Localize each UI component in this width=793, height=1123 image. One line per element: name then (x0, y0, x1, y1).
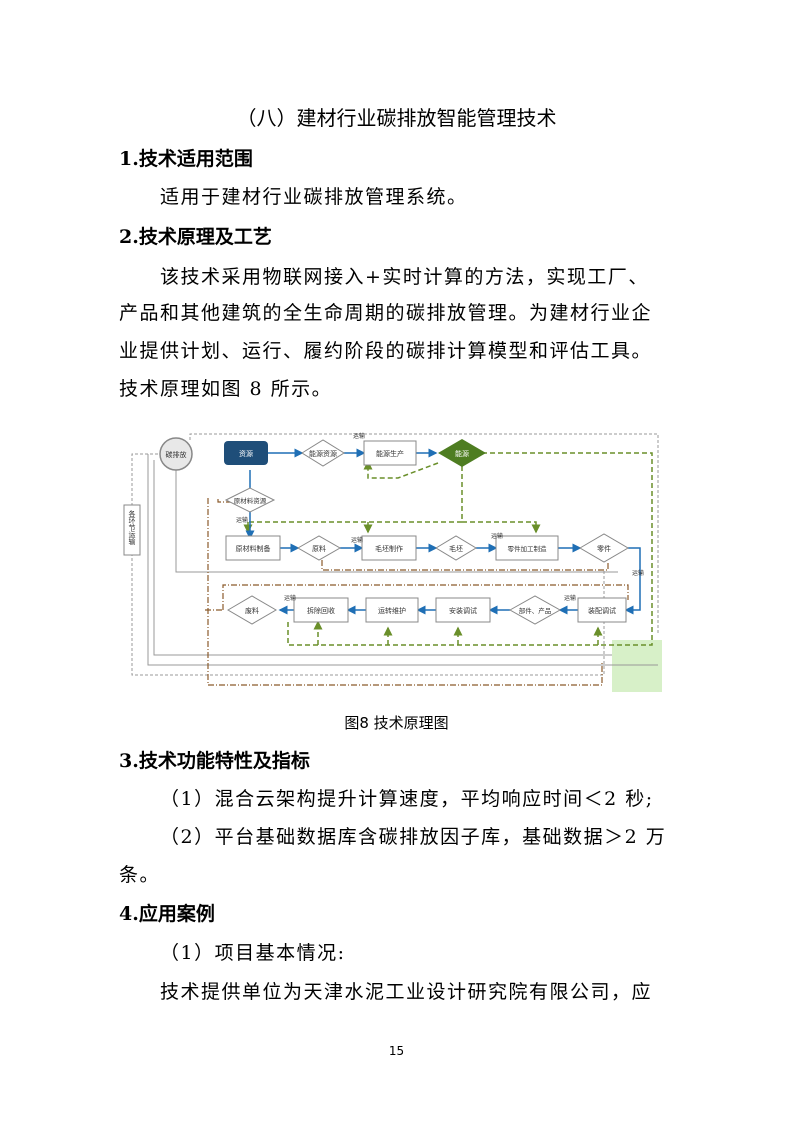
blank-node (435, 535, 477, 561)
part-make-label: 零件加工制造 (508, 544, 548, 553)
technology-principle-diagram: 碳排放 各环节运输 资源 能源资源 能源生产 能源 原材料资源 原材料制备 原料… (123, 432, 662, 692)
transport-label: 运输 (353, 432, 365, 440)
section-title: （八）建材行业碳排放智能管理技术 (236, 106, 557, 130)
emission-label: 碳排放 (166, 450, 187, 459)
raw-material-node (296, 535, 342, 561)
dismantle-label: 拆除回收 (307, 606, 335, 615)
waste-node (227, 595, 277, 625)
heading-scope: 1.技术适用范围 (119, 148, 253, 170)
paragraph-scope: 适用于建材行业碳排放管理系统。 (160, 186, 468, 208)
energy-node (438, 439, 486, 467)
component-node (508, 595, 562, 625)
raw-prep-node (225, 535, 281, 561)
dismantle-node (293, 597, 349, 623)
energy-production-label: 能源生产 (376, 449, 404, 458)
paragraph-line: 业提供计划、运行、履约阶段的碳排计算模型和评估工具。 (119, 340, 653, 362)
paragraph-line: 产品和其他建筑的全生命周期的碳排放管理。为建材行业企 (119, 302, 653, 324)
paragraph-line: 技术原理如图 8 所示。 (119, 378, 333, 400)
transport-label: 运输 (351, 536, 363, 544)
blank-make-node (361, 535, 417, 561)
waste-label: 废料 (245, 606, 259, 615)
operate-node (365, 597, 419, 623)
heading-features: 3.技术功能特性及指标 (119, 750, 310, 772)
raw-resource-label: 原材料资源 (234, 496, 267, 505)
transport-label: 运输 (564, 594, 576, 602)
energy-label: 能源 (455, 449, 469, 458)
raw-material-label: 原料 (312, 544, 326, 553)
transport-label: 运输 (236, 516, 248, 524)
figure-caption: 图8 技术原理图 (344, 714, 449, 732)
part-label: 零件 (597, 544, 611, 553)
operate-label: 运转维护 (378, 606, 406, 615)
install-label: 安装调试 (449, 606, 477, 615)
blank-label: 毛坯 (449, 544, 463, 553)
highlight-area (612, 640, 662, 692)
resource-label: 资源 (239, 449, 253, 458)
paragraph-line: （1）项目基本情况: (160, 942, 346, 964)
install-node (435, 597, 491, 623)
paragraph-line: 条。 (119, 864, 161, 886)
paragraph-line: （1）混合云架构提升计算速度，平均响应时间＜2 秒; (160, 788, 654, 810)
transport-label: 运输 (632, 569, 644, 577)
assembly-node (577, 597, 627, 623)
page-number: 15 (388, 1044, 405, 1058)
emission-node (159, 437, 193, 471)
part-make-node (495, 535, 559, 561)
paragraph-line: 该技术采用物联网接入+实时计算的方法，实现工厂、 (160, 266, 649, 288)
transport-label: 运输 (491, 532, 503, 540)
paragraph-line: 技术提供单位为天津水泥工业设计研究院有限公司，应 (160, 981, 653, 1003)
heading-principle: 2.技术原理及工艺 (119, 226, 272, 248)
energy-resource-node (301, 439, 345, 467)
transport-label: 运输 (284, 594, 296, 602)
part-node (579, 533, 629, 563)
raw-resource-node (224, 487, 276, 513)
stages-label: 各环节运输 (128, 509, 136, 546)
assembly-label: 装配调试 (588, 606, 616, 615)
heading-cases: 4.应用案例 (119, 903, 215, 925)
stages-box (123, 504, 141, 556)
energy-production-node (363, 440, 417, 466)
component-label: 部件、产品 (519, 606, 552, 615)
blank-make-label: 毛坯制作 (375, 544, 403, 553)
resource-node (224, 441, 268, 465)
energy-resource-label: 能源资源 (309, 449, 337, 458)
paragraph-line: （2）平台基础数据库含碳排放因子库，基础数据＞2 万 (160, 826, 667, 848)
raw-prep-label: 原材料制备 (236, 544, 271, 553)
